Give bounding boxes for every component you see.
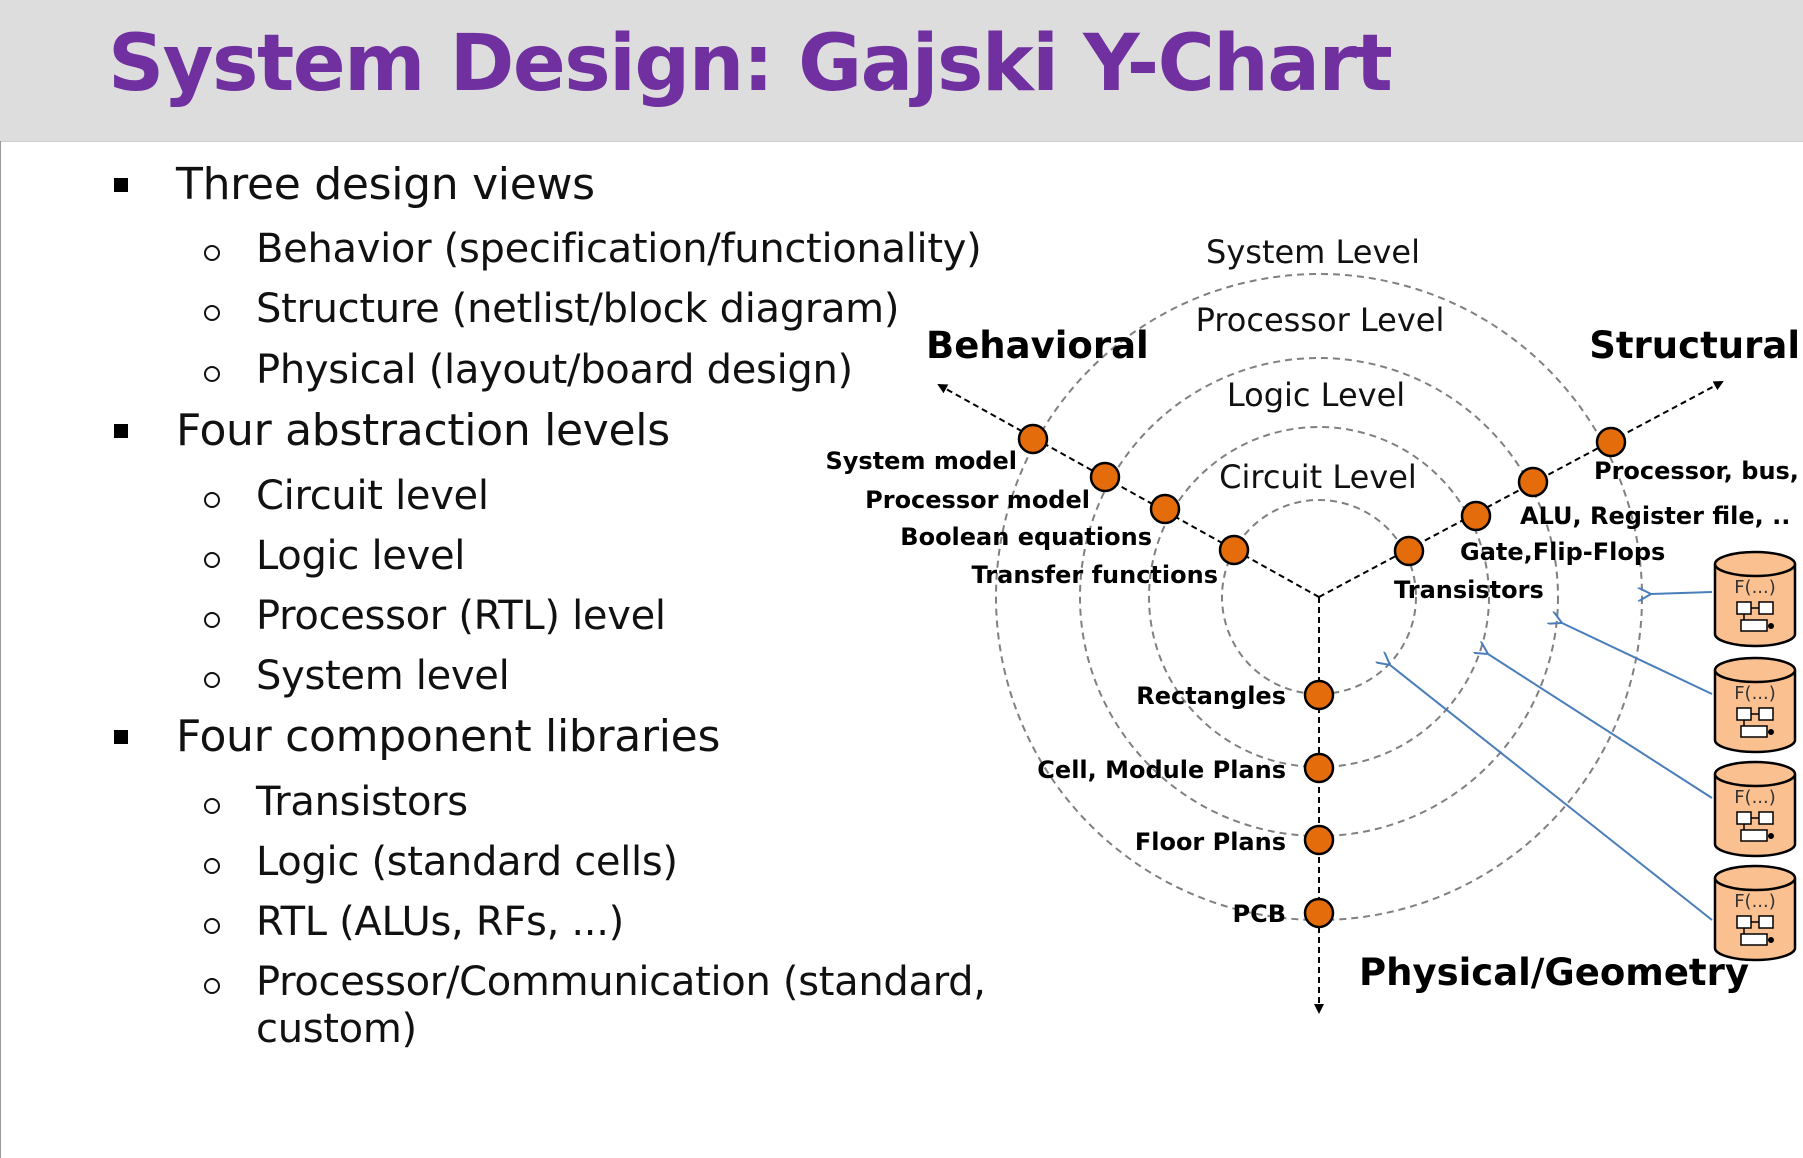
bullet-abstraction-levels: Four abstraction levels (176, 405, 670, 456)
node-alu-register-file (1517, 466, 1549, 498)
node-processor-bus (1595, 426, 1627, 458)
sub-bullet: Structure (netlist/block diagram) (256, 286, 900, 332)
structural-nodes (1393, 426, 1627, 567)
library-label: F(...) (1734, 577, 1776, 598)
y-chart-diagram: Behavioral Structural Physical/Geometry … (825, 233, 1803, 1014)
library-label: F(...) (1734, 891, 1776, 912)
node-label-transistors: Transistors (1394, 576, 1544, 604)
sub-bullet: Logic (standard cells) (256, 839, 678, 885)
node-transfer-functions (1218, 534, 1250, 566)
node-label-processor-model: Processor model (865, 486, 1090, 514)
node-boolean-equations (1149, 493, 1181, 525)
node-cell-module-plans (1303, 752, 1335, 784)
library-arrows (1390, 592, 1713, 921)
physical-nodes (1303, 679, 1335, 929)
node-label-pcb: PCB (1233, 900, 1287, 928)
library-db-icon: F(...) (1713, 864, 1797, 962)
square-bullet-icon (114, 730, 128, 744)
node-label-boolean-equations: Boolean equations (900, 523, 1152, 551)
level-label-circuit: Circuit Level (1219, 458, 1417, 496)
sub-bullet: Circuit level (256, 473, 489, 519)
circle-bullet-icon (204, 552, 220, 568)
node-rectangles (1303, 679, 1335, 711)
node-processor-model (1089, 461, 1121, 493)
circle-bullet-icon (204, 858, 220, 874)
circle-bullet-icon (204, 798, 220, 814)
library-arrow-system (1651, 592, 1713, 594)
sub-bullet: Transistors (256, 779, 468, 825)
node-label-cell-module-plans: Cell, Module Plans (1037, 756, 1286, 784)
library-db-icon: F(...) (1713, 656, 1797, 754)
structural-axis (1318, 381, 1724, 598)
circle-bullet-icon (204, 366, 220, 382)
axis-label-physical: Physical/Geometry (1359, 951, 1749, 994)
axis-label-behavioral: Behavioral (926, 324, 1149, 367)
slide-header: System Design: Gajski Y-Chart (0, 0, 1803, 142)
axis-label-structural: Structural (1589, 324, 1800, 367)
node-label-processor-bus: Processor, bus, .. (1594, 457, 1803, 485)
node-label-floor-plans: Floor Plans (1135, 828, 1286, 856)
library-db-icon: F(...) (1713, 760, 1797, 858)
library-label: F(...) (1734, 683, 1776, 704)
component-libraries: F(...) F(...) F(...) F(...) (1713, 550, 1797, 962)
bullet-component-libraries: Four component libraries (176, 711, 721, 762)
sub-bullet: Logic level (256, 533, 466, 579)
circle-bullet-icon (204, 245, 220, 261)
library-arrow-circuit (1390, 665, 1713, 921)
sub-bullet: Physical (layout/board design) (256, 347, 853, 393)
node-label-alu-register-file: ALU, Register file, .. (1520, 502, 1790, 530)
library-db-icon: F(...) (1713, 550, 1797, 648)
node-floor-plans (1303, 824, 1335, 856)
sub-bullet: Processor/Communication (standard, (256, 959, 986, 1005)
node-label-gate-flip-flops: Gate,Flip-Flops (1460, 538, 1665, 566)
level-label-logic: Logic Level (1227, 376, 1405, 414)
sub-bullet-continuation: custom) (256, 1006, 417, 1052)
circle-bullet-icon (204, 612, 220, 628)
square-bullet-icon (114, 178, 128, 192)
slide-title: System Design: Gajski Y-Chart (108, 19, 1393, 109)
bullet-design-views: Three design views (176, 159, 595, 210)
axes (937, 381, 1724, 1014)
node-gate-flip-flops (1460, 500, 1492, 532)
library-arrow-logic (1488, 654, 1713, 799)
node-label-transfer-functions: Transfer functions (972, 561, 1218, 589)
library-arrow-processor (1562, 623, 1713, 695)
bullet-list: Three design views Behavior (specificati… (114, 159, 986, 1052)
node-label-system-model: System model (825, 447, 1017, 475)
node-transistors (1393, 535, 1425, 567)
slide-border (0, 141, 1, 1158)
level-label-processor: Processor Level (1196, 301, 1445, 339)
ring-circuit (1221, 499, 1417, 695)
library-label: F(...) (1734, 787, 1776, 808)
sub-bullet: System level (256, 653, 510, 699)
circle-bullet-icon (204, 305, 220, 321)
circle-bullet-icon (204, 492, 220, 508)
node-system-model (1017, 423, 1049, 455)
behavioral-axis (937, 384, 1320, 598)
sub-bullet: Processor (RTL) level (256, 593, 666, 639)
square-bullet-icon (114, 424, 128, 438)
level-label-system: System Level (1206, 233, 1420, 271)
sub-bullet: RTL (ALUs, RFs, ...) (256, 899, 624, 945)
node-pcb (1303, 897, 1335, 929)
node-label-rectangles: Rectangles (1136, 682, 1286, 710)
circle-bullet-icon (204, 978, 220, 994)
sub-bullet: Behavior (specification/functionality) (256, 226, 982, 272)
circle-bullet-icon (204, 672, 220, 688)
circle-bullet-icon (204, 918, 220, 934)
behavioral-nodes (1017, 423, 1250, 566)
